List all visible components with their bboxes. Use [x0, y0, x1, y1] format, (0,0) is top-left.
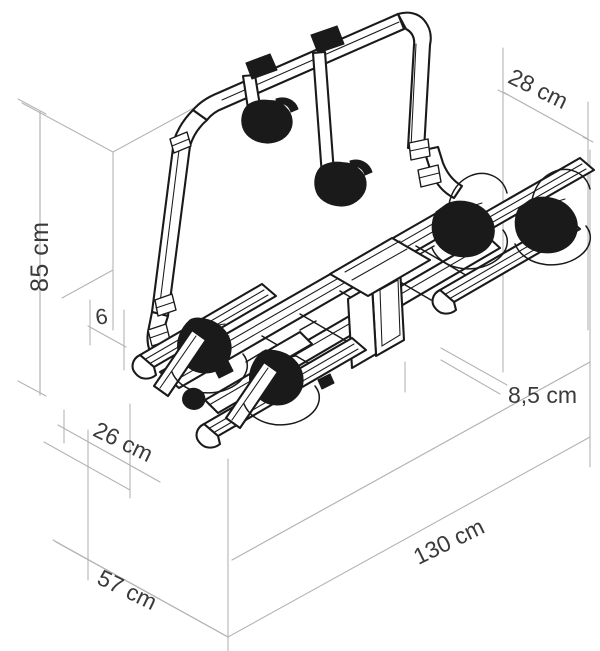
clamp-arm-1-collar: [245, 53, 278, 80]
dimension-label-clearance: 8,5 cm: [508, 382, 578, 408]
wheel-holder-3: [152, 317, 249, 398]
hitch-coupling: [328, 236, 432, 298]
frame-clamp-head-2: [314, 159, 373, 207]
dim-line-130: [231, 361, 591, 561]
dim-tick-6: [87, 325, 127, 348]
frame-left-leg-hl: [158, 141, 181, 312]
wheel-holder-2: [514, 168, 592, 266]
clamp-arm-2: [311, 50, 336, 178]
frame-top-bar: [191, 12, 406, 122]
dim-line-26: [57, 424, 161, 483]
chassis-knobs: [182, 245, 435, 410]
dim-tick-85-top: [17, 98, 47, 115]
dim-line-85cm-a: [440, 347, 508, 386]
wheel-holder-arms: [152, 168, 592, 430]
dim-tick-85-bottom: [17, 380, 47, 397]
dim-tick-28-a: [497, 89, 509, 96]
frame-right-leg-hl: [410, 43, 417, 148]
wheel-holder-3-wedge: [152, 328, 208, 398]
guide-top-left-a: [21, 102, 114, 153]
guide-base-right: [227, 436, 591, 638]
dim-tick-28-b: [582, 136, 594, 143]
frame-clamp-head-1: [241, 97, 299, 144]
dimension-label-height: 85 cm: [26, 221, 54, 292]
frame-joint-collars: [147, 131, 442, 347]
wheel-holder-4: [224, 349, 321, 430]
wheel-holder-1: [431, 172, 509, 270]
wheel-holder-4-wedge: [224, 360, 280, 430]
dim-line-28: [502, 91, 589, 140]
bike-frame-clamp-arms: [241, 25, 373, 207]
dim-line-57: [55, 541, 229, 638]
dim-line-85cm-b: [440, 359, 501, 395]
clamp-arm-2-collar: [310, 25, 345, 54]
guide-top-left-c: [61, 269, 114, 299]
guide-left-diag: [43, 441, 131, 491]
